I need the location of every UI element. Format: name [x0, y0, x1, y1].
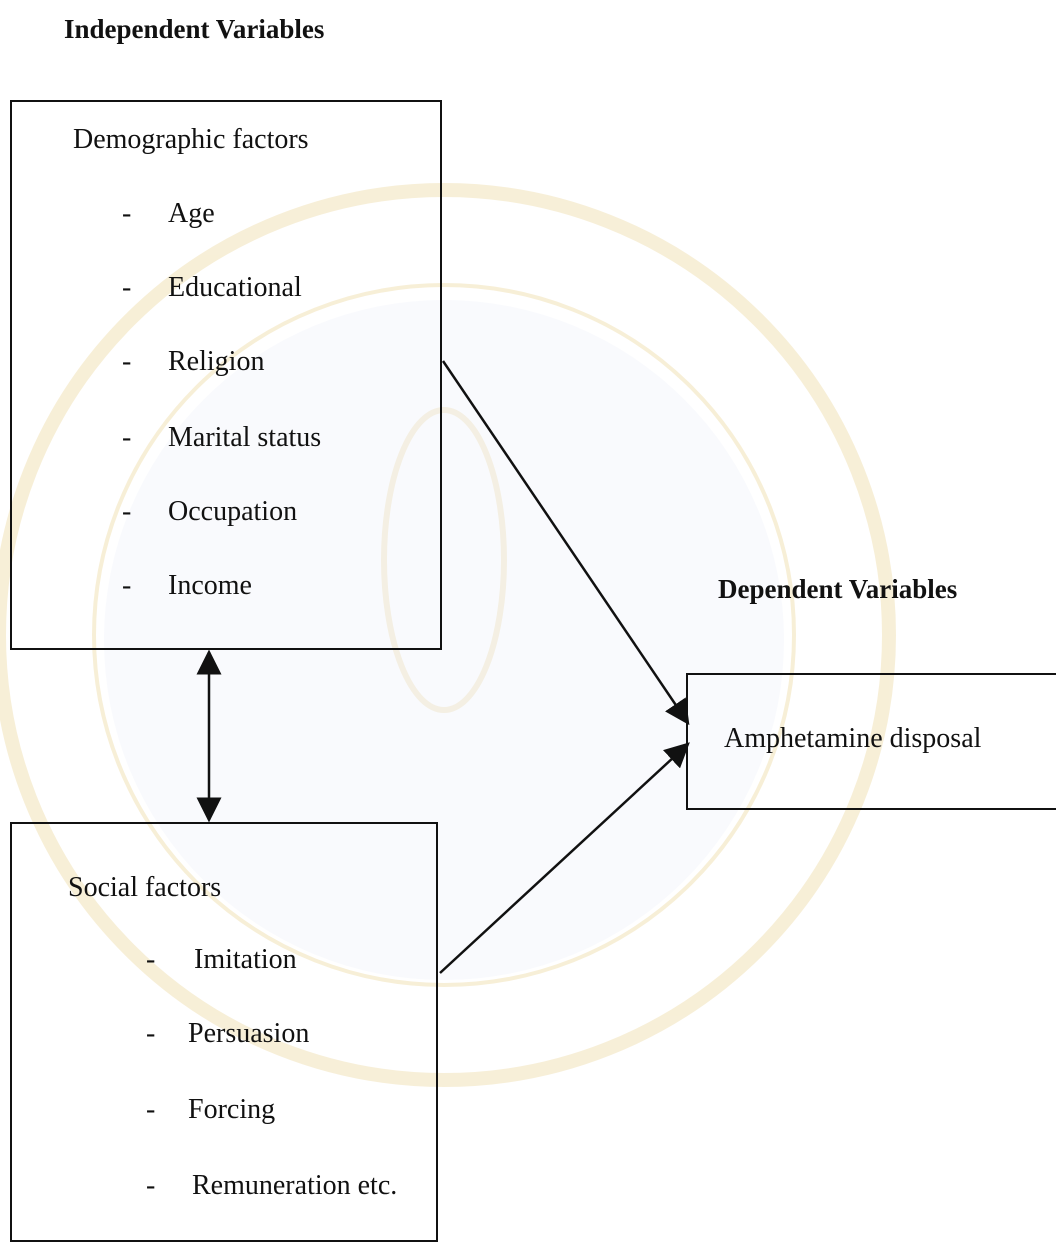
social-to-outcome-arrow	[439, 742, 690, 974]
demographic-factors-title: Demographic factors	[73, 124, 309, 155]
bullet-dash: -	[146, 1018, 156, 1049]
bullet-dash: -	[122, 422, 132, 453]
bullet-dash: -	[122, 570, 132, 601]
social-item-persuasion: Persuasion	[188, 1018, 310, 1049]
bullet-dash: -	[146, 944, 156, 975]
demographic-item-religion: Religion	[168, 346, 265, 377]
bullet-dash: -	[122, 272, 132, 303]
bullet-dash: -	[122, 198, 132, 229]
demographic-item-marital-status: Marital status	[168, 422, 322, 453]
demographic-item-occupation: Occupation	[168, 496, 298, 527]
amphetamine-disposal-box: Amphetamine disposal	[686, 673, 1056, 810]
bullet-dash: -	[122, 346, 132, 377]
social-item-remuneration: Remuneration etc.	[192, 1170, 398, 1201]
amphetamine-disposal-label: Amphetamine disposal	[724, 723, 982, 754]
social-item-imitation: Imitation	[194, 944, 297, 975]
demographic-item-educational: Educational	[168, 272, 302, 303]
bullet-dash: -	[146, 1094, 156, 1125]
bullet-dash: -	[122, 496, 132, 527]
independent-variables-heading: Independent Variables	[64, 14, 325, 44]
demographic-item-income: Income	[168, 570, 252, 601]
dependent-variables-heading: Dependent Variables	[718, 574, 958, 604]
demographic-item-age: Age	[168, 198, 215, 229]
demographic-factors-box: Demographic factors - Age - Educational …	[10, 100, 442, 650]
bullet-dash: -	[146, 1170, 156, 1201]
social-factors-title: Social factors	[68, 872, 222, 903]
social-item-forcing: Forcing	[188, 1094, 276, 1125]
demographic-to-outcome-arrow	[441, 360, 690, 726]
